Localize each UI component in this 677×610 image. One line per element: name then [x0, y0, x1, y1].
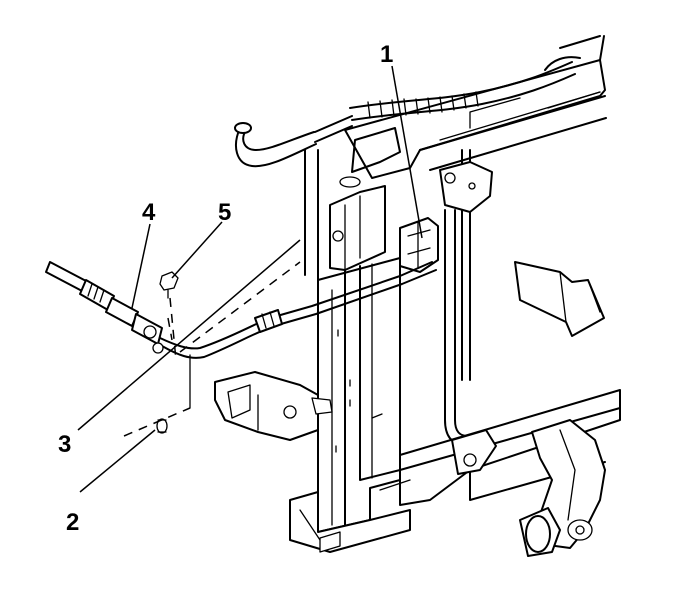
nut — [156, 418, 168, 434]
front-direction-arrow-icon — [514, 261, 605, 337]
spring-mount — [519, 419, 606, 557]
installation-lines — [123, 261, 301, 437]
mounting-bracket — [214, 371, 333, 441]
frame-crossmember — [289, 257, 411, 553]
support-bracket — [304, 127, 401, 286]
callout-2: 2 — [66, 509, 79, 536]
callout-5: 5 — [218, 199, 231, 226]
upper-frame-rail — [344, 35, 607, 179]
callout-1: 1 — [380, 41, 393, 68]
parking-brake-cable — [159, 261, 437, 359]
brake-line-tube — [439, 149, 497, 475]
bolt — [159, 271, 179, 299]
callout-leaders — [77, 65, 423, 493]
callout-4: 4 — [142, 199, 156, 226]
wiring-harness — [234, 56, 581, 168]
callout-3: 3 — [58, 431, 71, 458]
cable-end-fitting — [45, 261, 164, 354]
cable-bracket — [399, 217, 439, 273]
